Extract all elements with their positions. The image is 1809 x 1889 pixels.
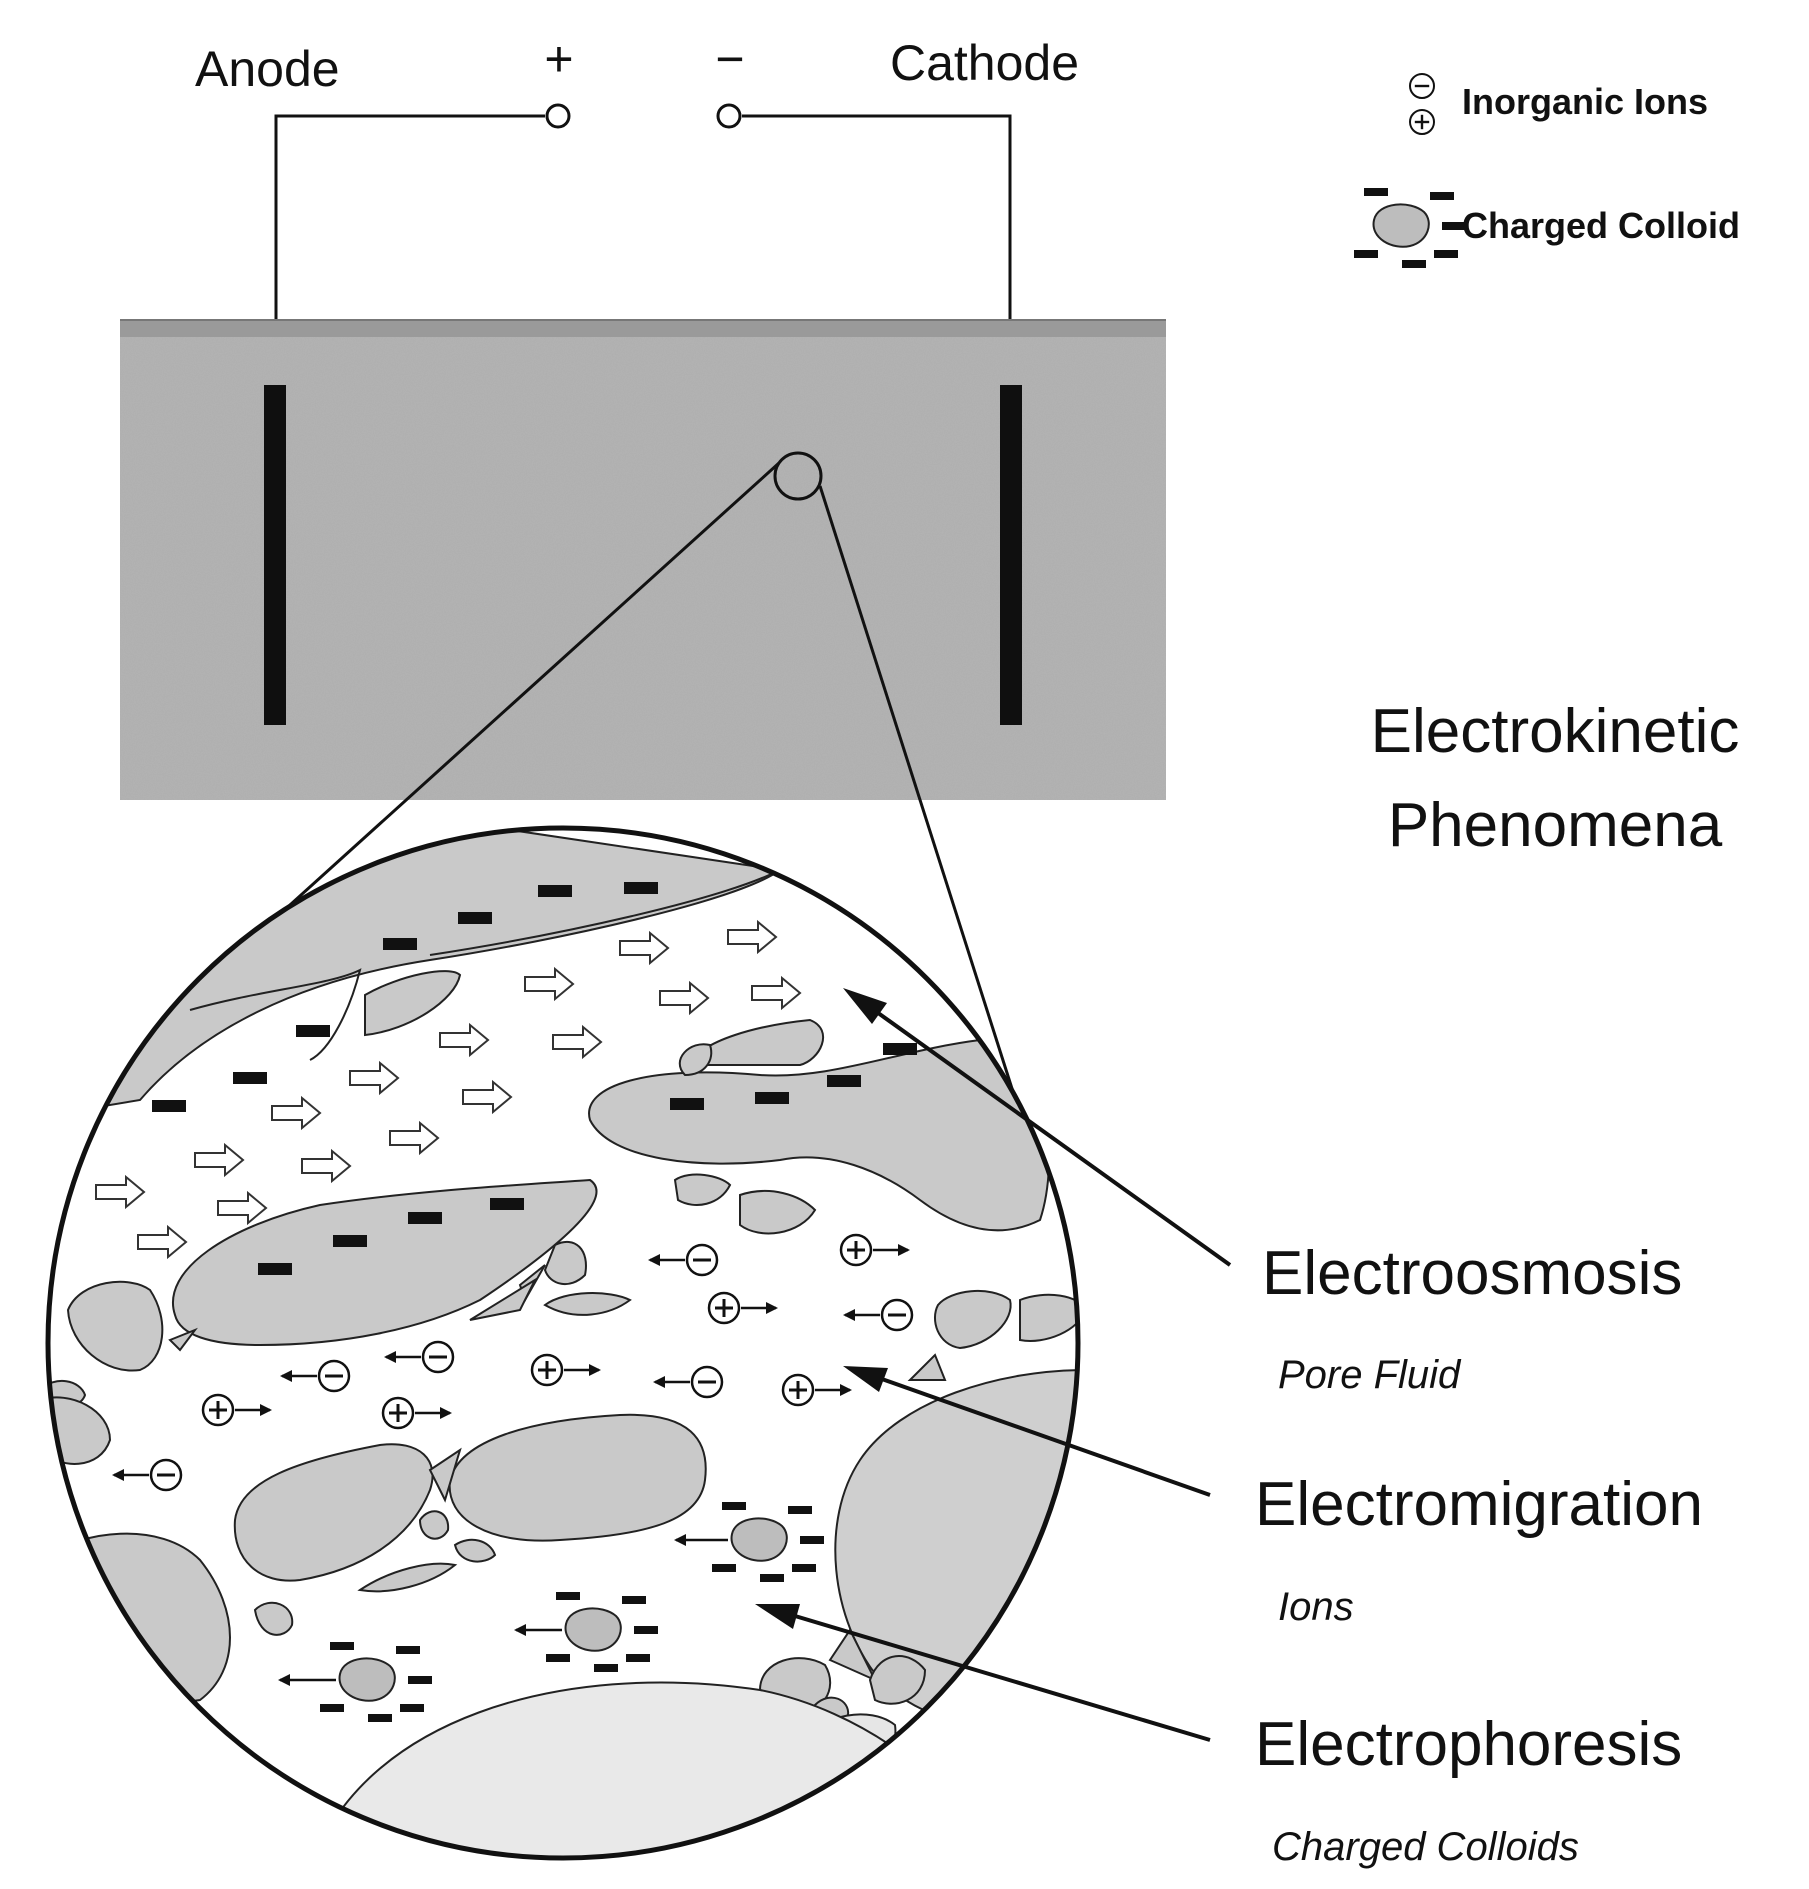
- grain: [428, 1447, 462, 1503]
- grain: [66, 1280, 164, 1372]
- grain: [739, 1189, 817, 1235]
- cathode-electrode: [1000, 385, 1022, 725]
- phenomena-labels: Electroosmosis Pore Fluid Electromigrati…: [1255, 1239, 1703, 1869]
- plus-sign: +: [544, 31, 573, 87]
- positive-ion-icon: [1408, 108, 1436, 136]
- grain: [1019, 1293, 1078, 1342]
- callout-arrows: [755, 988, 1232, 1742]
- grain: [868, 1655, 927, 1705]
- grain: [357, 1562, 458, 1593]
- anode-terminal: [545, 103, 571, 129]
- grain: [253, 1601, 294, 1636]
- charged-colloids: [278, 1501, 825, 1723]
- surface-charges: [152, 882, 917, 1275]
- subtitle-charged-colloids: Charged Colloids: [1272, 1825, 1579, 1869]
- circuit: Anode + − Cathode: [195, 31, 1079, 385]
- magnified-view: [45, 825, 1081, 1861]
- grain: [678, 1043, 713, 1077]
- subtitle-pore-fluid: Pore Fluid: [1278, 1353, 1462, 1397]
- legend: Inorganic Ions Charged Colloid: [1353, 72, 1740, 269]
- grain: [453, 1538, 497, 1563]
- legend-charged-colloid: Charged Colloid: [1462, 205, 1740, 246]
- zoom-line-right: [818, 485, 1017, 1099]
- soil-block: [120, 319, 1166, 800]
- clay-particle: [172, 1178, 598, 1347]
- legend-inorganic-ions: Inorganic Ions: [1462, 81, 1708, 122]
- grain: [907, 1353, 947, 1381]
- phenomenon-electromigration: Electromigration: [1255, 1470, 1703, 1539]
- magnification-spot: [773, 451, 823, 501]
- phenomenon-electrophoresis: Electrophoresis: [1255, 1710, 1682, 1779]
- heading-line-2: Phenomena: [1388, 791, 1723, 860]
- cathode-label: Cathode: [890, 35, 1079, 91]
- heading-line-1: Electrokinetic: [1371, 697, 1740, 766]
- grain: [934, 1289, 1012, 1350]
- anode-electrode: [264, 385, 286, 725]
- grain: [448, 1413, 707, 1542]
- charged-colloid-icon: [1353, 187, 1467, 269]
- grain: [828, 1628, 878, 1683]
- grain: [673, 1173, 732, 1206]
- magnified-view-border: [45, 825, 1081, 1861]
- grain: [543, 1292, 632, 1316]
- grain: [233, 1443, 434, 1582]
- negative-ion-icon: [1408, 72, 1436, 100]
- anode-label: Anode: [195, 41, 340, 97]
- inorganic-ions: [112, 1233, 914, 1492]
- grain: [168, 1327, 198, 1352]
- clay-particle: [588, 1038, 1051, 1232]
- grain: [469, 1277, 538, 1321]
- anode-wire: [274, 114, 545, 385]
- grain: [543, 1240, 587, 1285]
- cathode-wire: [742, 114, 1012, 385]
- cathode-terminal: [716, 103, 742, 129]
- grain: [418, 1510, 450, 1540]
- minus-sign: −: [715, 31, 744, 87]
- subtitle-ions: Ions: [1278, 1585, 1354, 1629]
- phenomenon-electroosmosis: Electroosmosis: [1262, 1239, 1682, 1308]
- grain: [364, 970, 462, 1037]
